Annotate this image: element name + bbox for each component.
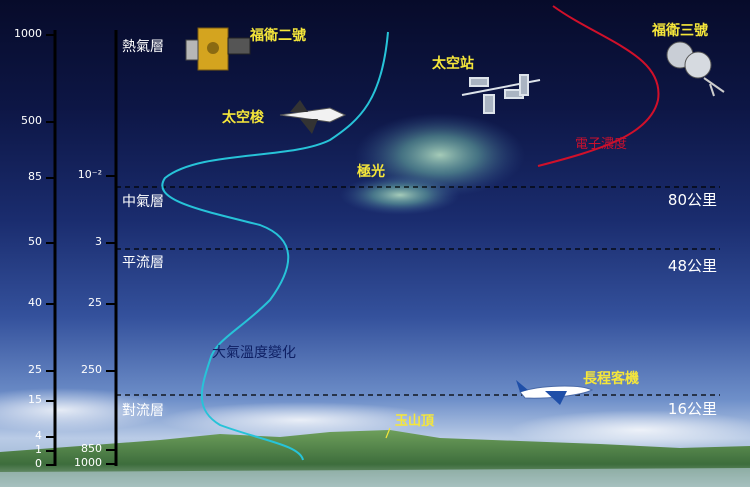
stratosphere-label: 平流層 xyxy=(122,255,164,271)
pressure-tick-label: 250 xyxy=(81,363,102,376)
cloud xyxy=(0,388,170,432)
cloud xyxy=(510,410,750,450)
formosat3-label: 福衛三號 xyxy=(652,23,708,39)
yushan-pointer xyxy=(385,427,391,439)
formosat2-label: 福衛二號 xyxy=(250,28,306,44)
altitude-tick-label: 25 xyxy=(28,363,42,376)
altitude-tick-label: 0 xyxy=(35,457,42,470)
airliner-label: 長程客機 xyxy=(583,371,639,387)
thermosphere-label: 熱氣層 xyxy=(122,39,164,55)
yushan-peak-label: 玉山頂 xyxy=(395,414,435,429)
altitude-tick-label: 1 xyxy=(35,443,42,456)
aurora-glow xyxy=(340,175,460,215)
formosat2-satellite-icon xyxy=(185,27,251,71)
pressure-tick-label: 850 xyxy=(81,442,102,455)
altitude-ticks xyxy=(46,34,56,466)
aurora-label: 極光 xyxy=(357,164,385,180)
formosat3-satellite-icon xyxy=(666,41,725,97)
pressure-ticks xyxy=(106,175,117,465)
mesopause-km-label: 80公里 xyxy=(667,191,717,209)
temperature-curve-label: 大氣溫度變化 xyxy=(212,345,296,361)
altitude-tick-label: 1000 xyxy=(14,27,42,40)
tropopause-km-label: 16公里 xyxy=(667,400,717,418)
space-shuttle-label: 太空梭 xyxy=(222,110,264,126)
space-shuttle-icon xyxy=(279,100,347,134)
stratopause-km-label: 48公里 xyxy=(667,257,717,275)
altitude-tick-label: 85 xyxy=(28,170,42,183)
altitude-tick-label: 50 xyxy=(28,235,42,248)
pressure-tick-label: 3 xyxy=(95,235,102,248)
mesosphere-label: 中氣層 xyxy=(122,194,164,210)
electron-density-curve xyxy=(537,5,660,167)
pressure-tick-label: 10⁻² xyxy=(77,168,102,181)
space-station-label: 太空站 xyxy=(432,56,474,72)
temperature-curve xyxy=(161,31,389,461)
sea xyxy=(0,468,750,487)
altitude-tick-label: 500 xyxy=(21,114,42,127)
altitude-tick-label: 4 xyxy=(35,429,42,442)
pressure-tick-label: 1000 xyxy=(74,456,102,469)
altitude-tick-label: 40 xyxy=(28,296,42,309)
pressure-tick-label: 25 xyxy=(88,296,102,309)
electron-density-label: 電子濃度 xyxy=(575,137,628,152)
troposphere-label: 對流層 xyxy=(122,403,164,419)
altitude-tick-label: 15 xyxy=(28,393,42,406)
space-station-icon xyxy=(461,74,541,114)
airliner-icon xyxy=(516,380,594,405)
